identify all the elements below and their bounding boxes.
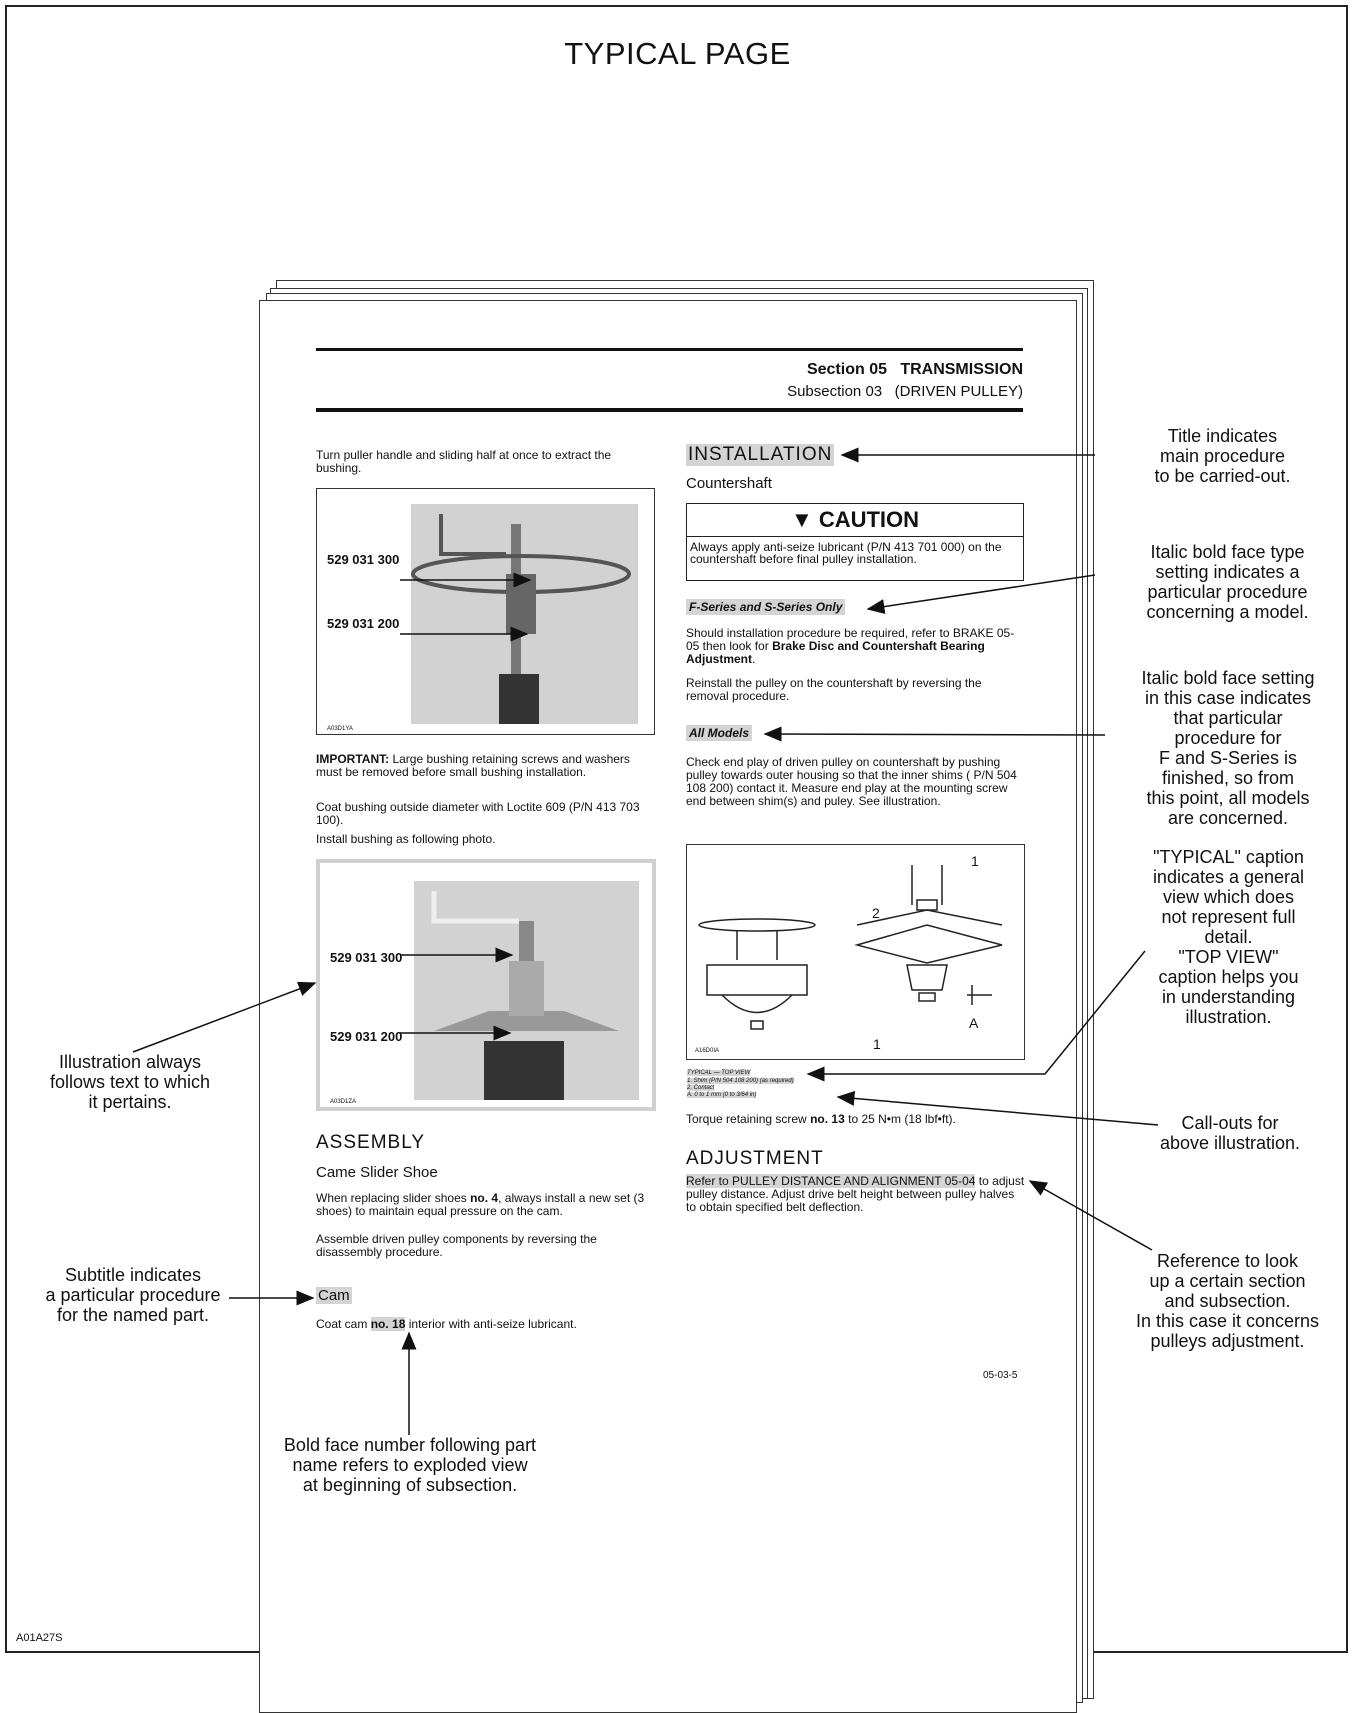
reference-text: Refer to PULLEY DISTANCE AND ALIGNMENT 0… — [686, 1174, 1026, 1214]
annotation-callouts: Call-outs for above illustration. — [1159, 1113, 1301, 1153]
photo-install: 529 031 300 529 031 200 A03D1ZA — [316, 859, 656, 1111]
torque-text-a: Torque retaining screw — [686, 1112, 807, 1126]
tool-label-300: 529 031 300 — [327, 552, 400, 567]
cam-part-number: no. 18 — [370, 1317, 406, 1331]
callout-2: 2 — [872, 905, 880, 921]
fseries-subtitle: F-Series and S-Series Only — [686, 599, 846, 615]
photo-puller: 529 031 300 529 031 200 A03D1YA — [316, 488, 655, 735]
adjustment-heading: ADJUSTMENT — [686, 1148, 824, 1169]
assembly-heading: ASSEMBLY — [316, 1132, 426, 1153]
annotation-subtitle: Subtitle indicates a particular procedur… — [45, 1265, 221, 1325]
callout-1-bottom: 1 — [873, 1036, 881, 1052]
annotation-boldface: Bold face number following part name ref… — [283, 1435, 537, 1495]
page-title: TYPICAL PAGE — [564, 36, 791, 71]
figure-code: A01A27S — [16, 1632, 63, 1644]
slider-heading: Came Slider Shoe — [316, 1164, 438, 1181]
leader-illustration — [132, 981, 317, 1053]
leader-typical — [806, 950, 1146, 1082]
should-text-a: Should installation procedure be require… — [686, 626, 1015, 653]
annotation-title: Title indicates main procedure to be car… — [1154, 426, 1291, 486]
leader-lines — [132, 447, 1159, 1435]
annotation-italic-model: Italic bold face type setting indicates … — [1146, 542, 1309, 622]
slider-text: When replacing slider shoes no. 4, alway… — [316, 1192, 656, 1218]
slider-text-a: When replacing slider shoes — [316, 1191, 467, 1205]
countershaft-heading: Countershaft — [686, 475, 772, 492]
header-rule-bottom — [316, 408, 1023, 412]
cam-heading: Cam — [316, 1287, 352, 1304]
pulley-sketch — [698, 865, 1003, 1030]
intro-text: Turn puller handle and sliding half at o… — [316, 448, 612, 475]
installation-heading: INSTALLATION — [686, 444, 835, 466]
annotation-illustration: Illustration always follows text to whic… — [49, 1052, 211, 1112]
install-text: Install bushing as following photo. — [316, 832, 496, 846]
caption-line-2: 2. Contact — [687, 1085, 715, 1091]
photo-install-image — [414, 881, 639, 1100]
important-text: Large bushing retaining screws and washe… — [316, 752, 630, 779]
check-text: Check end play of driven pulley on count… — [686, 755, 1017, 808]
drawing-code: A16D0IA — [695, 1048, 720, 1054]
section-header: Section 05 TRANSMISSION — [806, 361, 1023, 378]
tool-label-200: 529 031 200 — [330, 1029, 403, 1044]
reference-highlight: Refer to PULLEY DISTANCE AND ALIGNMENT 0… — [686, 1174, 976, 1188]
annotation-italic-all: Italic bold face setting in this case in… — [1141, 668, 1315, 828]
should-reference: Brake Disc and Countershaft Bearing Adju… — [686, 639, 985, 666]
leader-italic-all — [763, 726, 1106, 742]
cam-text-b: interior with anti-seize lubricant. — [408, 1317, 577, 1331]
caution-divider — [687, 536, 1023, 537]
tool-label-300: 529 031 300 — [330, 950, 403, 965]
install-sketch — [431, 891, 619, 1100]
assemble-text: Assemble driven pulley components by rev… — [316, 1232, 597, 1259]
caution-box: ▼ CAUTION Always apply anti-seize lubric… — [686, 503, 1024, 581]
torque-text: Torque retaining screw no. 13 to 25 N•m … — [686, 1113, 1046, 1126]
cam-text-a: Coat cam — [316, 1317, 368, 1331]
caption-line-3: A. 0 to 1 mm (0 to 3/64 in) — [687, 1092, 757, 1098]
photo-code: A03D1YA — [327, 726, 353, 732]
leader-callouts — [836, 1090, 1159, 1126]
tool-label-200: 529 031 200 — [327, 616, 400, 631]
leader-reference — [1028, 1180, 1153, 1251]
important-label: IMPORTANT: — [316, 752, 390, 766]
important-note: IMPORTANT: Large bushing retaining screw… — [316, 753, 656, 779]
subsection-header: Subsection 03 (DRIVEN PULLEY) — [787, 383, 1023, 400]
reference-rest: to adjust pulley distance. Adjust drive … — [686, 1174, 1025, 1214]
photo-code: A03D1ZA — [330, 1099, 357, 1105]
page-number: 05-03-5 — [983, 1370, 1018, 1381]
caution-title: ▼ CAUTION — [790, 507, 920, 532]
annotation-reference: Reference to look up a certain section a… — [1135, 1251, 1320, 1351]
slider-text-b: , always install a new set (3 shoes) to … — [316, 1191, 645, 1218]
all-models-subtitle: All Models — [686, 725, 753, 741]
caption-line-1: 1. Shim (P/N 504 108 200) (as required) — [687, 1078, 794, 1084]
callout-a: A — [969, 1015, 979, 1031]
torque-text-b: to 25 N•m (18 lbf•ft). — [848, 1112, 956, 1126]
should-text: Should installation procedure be require… — [686, 626, 1015, 666]
coat-text: Coat bushing outside diameter with Locti… — [316, 800, 640, 827]
header-rule-top — [316, 348, 1023, 351]
annotation-typical: "TYPICAL" caption indicates a general vi… — [1152, 847, 1305, 1027]
cam-text: Coat cam no. 18 interior with anti-seize… — [316, 1317, 676, 1331]
caution-text: Always apply anti-seize lubricant (P/N 4… — [690, 540, 1002, 566]
pulley-drawing: 1 2 1 A A16D0IA — [686, 844, 1025, 1060]
callout-1-top: 1 — [971, 853, 979, 869]
reinstall-text: Reinstall the pulley on the countershaft… — [686, 676, 982, 703]
slider-part-number: no. 4 — [470, 1191, 499, 1205]
leader-italic-model — [866, 574, 1096, 614]
torque-part-number: no. 13 — [810, 1112, 845, 1126]
caption-title: TYPICAL — TOP VIEW — [687, 1070, 751, 1076]
